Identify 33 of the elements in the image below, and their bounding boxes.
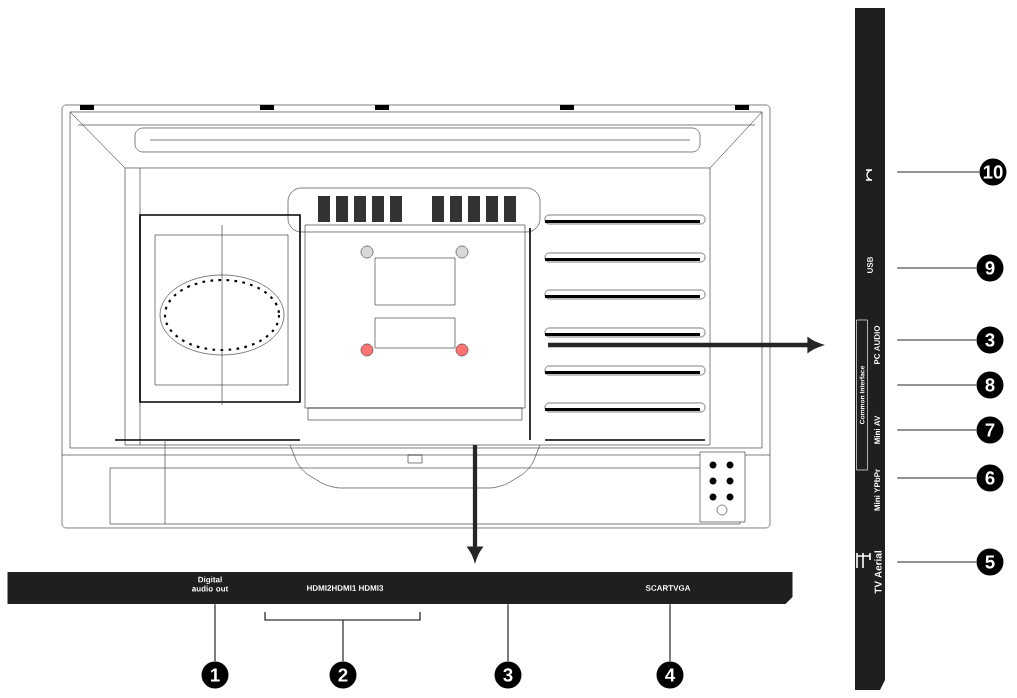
port-label: Digital audio out bbox=[192, 576, 229, 592]
callout-number: 5 bbox=[976, 548, 1004, 576]
leader-line bbox=[507, 603, 509, 662]
port-label: TV Aerial bbox=[874, 551, 882, 594]
leader-line bbox=[896, 384, 977, 386]
port-label: HDMI2HDMI1 HDMI3 bbox=[307, 585, 384, 591]
leader-line bbox=[214, 603, 216, 662]
callout-number: 9 bbox=[976, 254, 1004, 282]
callout-number: 2 bbox=[329, 661, 357, 689]
leader-line bbox=[896, 171, 980, 173]
side-connector-strip bbox=[855, 8, 885, 690]
callout-number: 1 bbox=[201, 661, 229, 689]
leader-line bbox=[669, 603, 671, 662]
leader-line bbox=[896, 429, 977, 431]
leader-line bbox=[896, 477, 977, 479]
callout-number: 3 bbox=[976, 326, 1004, 354]
callout-number: 4 bbox=[656, 661, 684, 689]
leader-line bbox=[896, 267, 977, 269]
port-label: USB bbox=[867, 256, 873, 273]
port-label: PC AUDIO bbox=[874, 325, 880, 364]
callout-number: 6 bbox=[976, 464, 1004, 492]
connector-strip bbox=[7, 572, 793, 604]
callout-number: 10 bbox=[979, 158, 1007, 186]
leader-line bbox=[896, 339, 977, 341]
leader-line bbox=[342, 619, 344, 662]
callout-number: 3 bbox=[494, 661, 522, 689]
tv-back-drawing bbox=[61, 104, 771, 529]
port-label: Mini YPbPr bbox=[874, 469, 880, 511]
port-label: SCARTVGA bbox=[645, 585, 691, 591]
leader-line bbox=[896, 561, 977, 563]
callout-number: 7 bbox=[976, 416, 1004, 444]
callout-number: 8 bbox=[976, 371, 1004, 399]
port-label: Mini AV bbox=[874, 415, 880, 444]
